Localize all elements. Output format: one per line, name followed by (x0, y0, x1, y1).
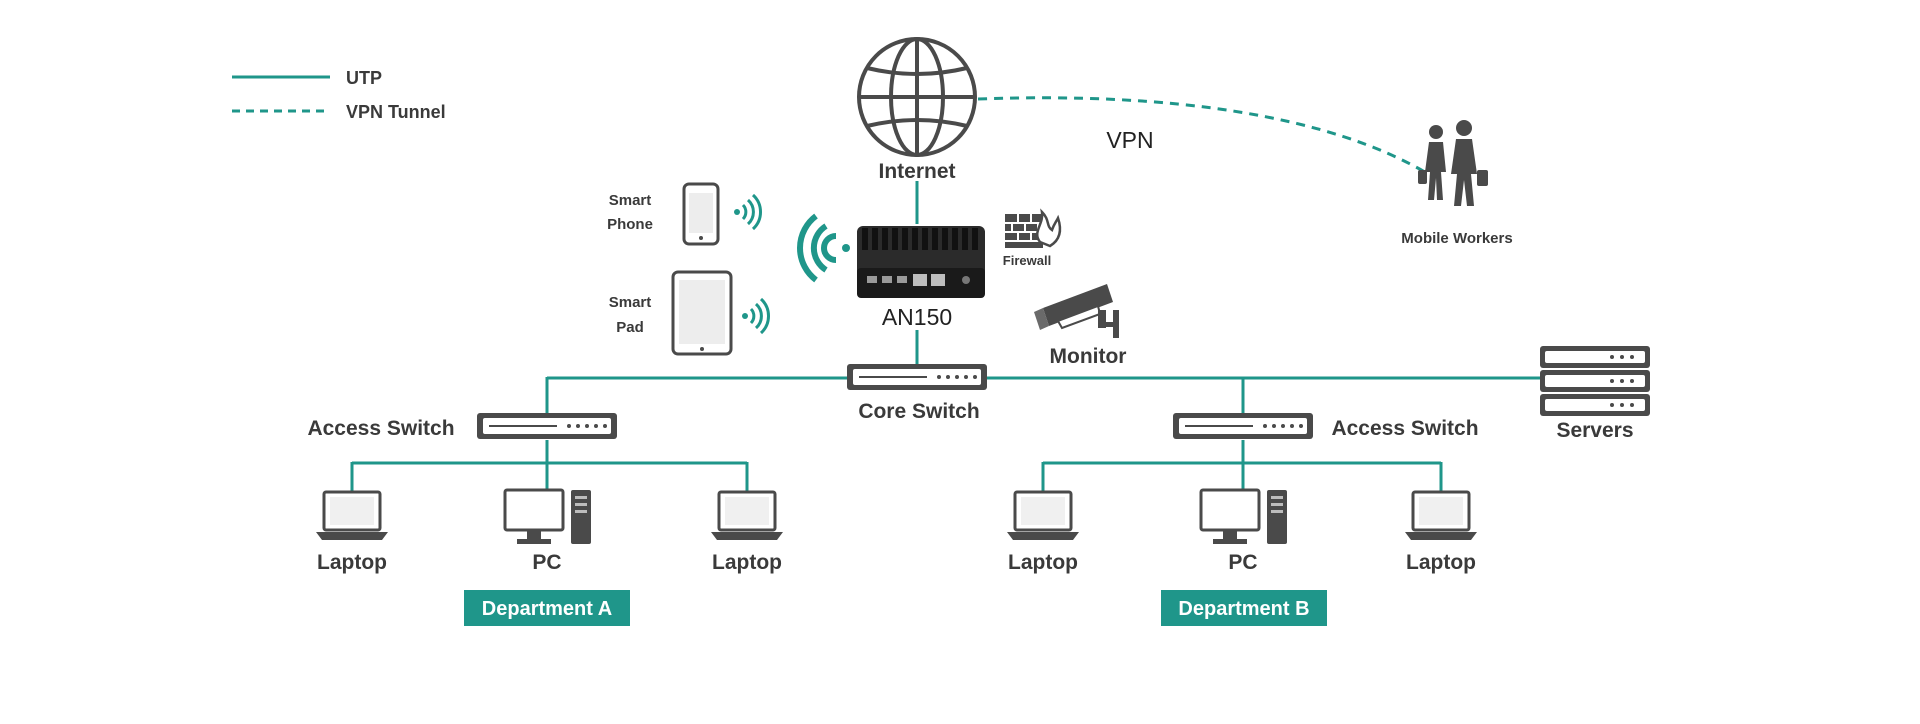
dept-a-laptop-left-label: Laptop (317, 551, 387, 574)
legend-vpn-label: VPN Tunnel (346, 102, 446, 122)
legend: UTP VPN Tunnel (232, 68, 446, 122)
internet-label: Internet (878, 160, 955, 183)
core-switch-node: Core Switch (846, 363, 988, 423)
connections (350, 96, 1540, 492)
laptop-icon (314, 490, 390, 542)
mobile-workers-label: Mobile Workers (1401, 230, 1512, 247)
server-icon (1540, 346, 1650, 416)
smart-pad-label-line2: Pad (616, 319, 644, 336)
department-a-group: Laptop PC Laptop Department A (314, 488, 785, 626)
dept-a-laptop-right-label: Laptop (712, 551, 782, 574)
switch-icon (476, 412, 618, 440)
smart-pad-label-line1: Smart (609, 294, 652, 311)
dept-b-badge (1161, 590, 1327, 626)
laptop-icon (1005, 490, 1081, 542)
firewall-label: Firewall (1003, 253, 1051, 268)
switch-icon (1172, 412, 1314, 440)
dept-b-laptop-right-label: Laptop (1406, 551, 1476, 574)
servers-label: Servers (1556, 419, 1633, 442)
an150-node: AN150 (797, 213, 985, 330)
router-icon (857, 226, 985, 298)
dept-a-badge (464, 590, 630, 626)
servers-node: Servers (1540, 346, 1650, 442)
access-switch-a-node: Access Switch (307, 412, 618, 440)
smart-phone-label-line2: Phone (607, 216, 653, 233)
access-switch-b-node: Access Switch (1172, 412, 1479, 440)
dept-a-pc-label: PC (532, 551, 561, 574)
access-switch-b-label: Access Switch (1331, 417, 1478, 440)
vpn-tunnel-line (977, 96, 1431, 177)
camera-icon (1034, 284, 1119, 338)
smartphone-icon (682, 182, 720, 246)
switch-icon (846, 363, 988, 391)
dept-b-laptop-left-label: Laptop (1008, 551, 1078, 574)
internet-node: Internet (857, 37, 977, 183)
wifi-icon (797, 213, 850, 283)
laptop-icon (709, 490, 785, 542)
wifi-icon (740, 297, 771, 335)
an150-label: AN150 (882, 304, 952, 330)
core-switch-label: Core Switch (858, 400, 979, 423)
smart-pad-node: Smart Pad (609, 270, 771, 356)
dept-a-badge-label: Department A (482, 598, 612, 620)
dept-b-pc-label: PC (1228, 551, 1257, 574)
access-switch-a-label: Access Switch (307, 417, 454, 440)
monitor-node: Monitor (1034, 284, 1126, 368)
desktop-pc-icon (503, 488, 593, 546)
monitor-label: Monitor (1050, 345, 1127, 368)
legend-utp-label: UTP (346, 68, 382, 88)
vpn-label: VPN (1106, 127, 1153, 153)
people-icon (1418, 120, 1488, 206)
desktop-pc-icon (1199, 488, 1289, 546)
wifi-icon (732, 193, 763, 231)
dept-b-badge-label: Department B (1178, 598, 1309, 620)
firewall-icon (1005, 208, 1062, 248)
laptop-icon (1403, 490, 1479, 542)
smart-phone-label-line1: Smart (609, 192, 652, 209)
smart-phone-node: Smart Phone (607, 182, 763, 246)
globe-icon (857, 37, 977, 157)
firewall-node: Firewall (1003, 208, 1062, 268)
tablet-icon (671, 270, 733, 356)
department-b-group: Laptop PC Laptop Department B (1005, 488, 1479, 626)
mobile-workers-node: Mobile Workers (1401, 120, 1513, 247)
